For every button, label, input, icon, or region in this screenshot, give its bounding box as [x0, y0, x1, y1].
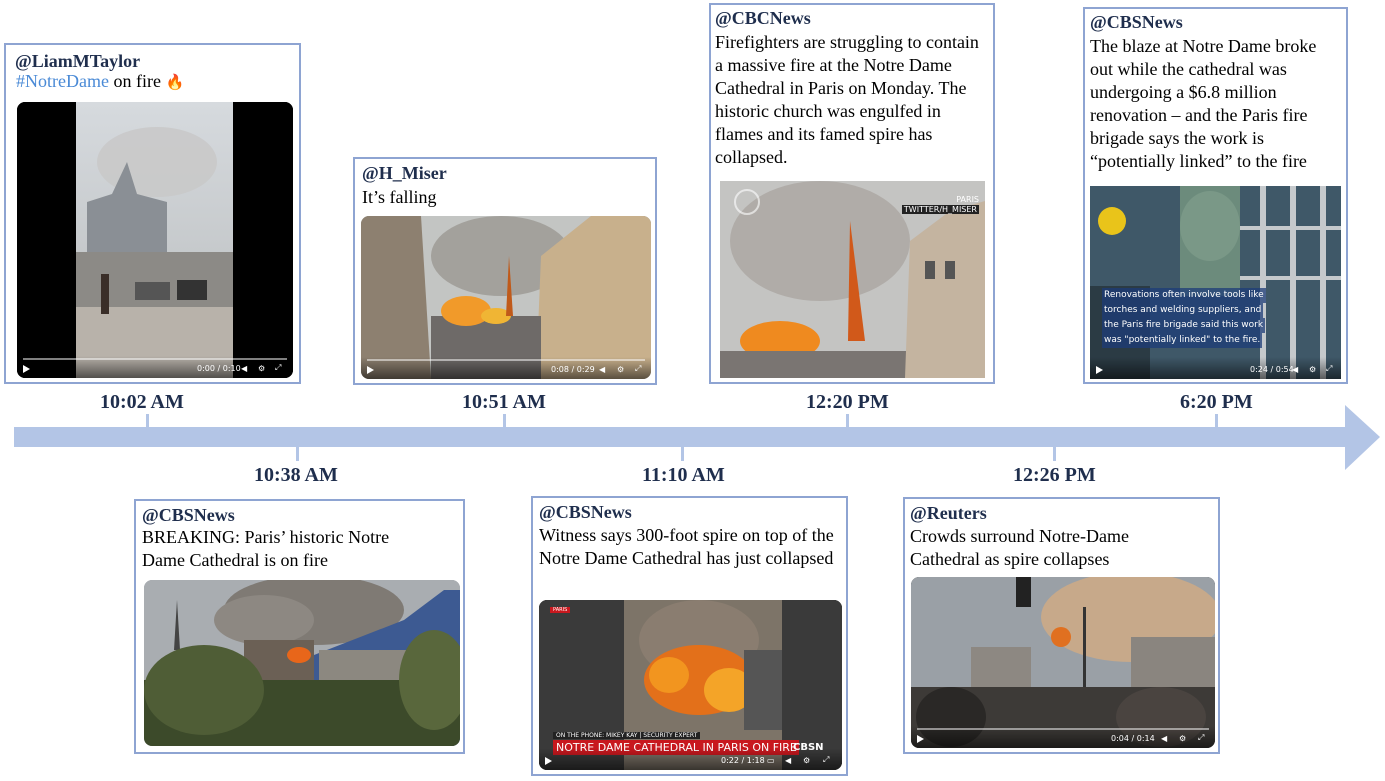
tweet-video[interactable]: 0:04 / 0:14 ◀ ⚙ ⤢: [911, 577, 1215, 748]
settings-icon[interactable]: ⚙: [258, 364, 266, 373]
video-progress[interactable]: [23, 358, 287, 360]
tweet-handle[interactable]: @CBCNews: [715, 8, 811, 28]
play-icon[interactable]: [917, 735, 924, 743]
fullscreen-icon[interactable]: ⤢: [1198, 733, 1205, 742]
tick-620: [1215, 414, 1218, 428]
tweet-video[interactable]: Renovations often involve tools like tor…: [1090, 186, 1341, 379]
tick-1220: [846, 414, 849, 428]
lower-third-subtitle: ON THE PHONE: MIKEY KAY | SECURITY EXPER…: [553, 732, 701, 739]
video-frame-image: [1090, 186, 1341, 379]
fire-emoji-icon: 🔥: [165, 73, 185, 91]
video-duration: 0:00 / 0:10: [197, 364, 241, 373]
time-label: 10:02 AM: [100, 391, 184, 413]
tweet-text: #NotreDame on fire 🔥: [16, 71, 185, 91]
play-icon[interactable]: [1096, 366, 1103, 374]
tweet-text: Crowds surround Notre-Dame Cathedral as …: [910, 526, 1129, 569]
tweet-handle[interactable]: @H_Miser: [362, 163, 447, 183]
play-icon[interactable]: [23, 365, 30, 373]
cathedral-fire-image: [144, 580, 460, 746]
tweet-card-liam: @LiamMTaylor #NotreDame on fire 🔥 0:00 /…: [4, 43, 301, 384]
fullscreen-icon[interactable]: ⤢: [275, 363, 282, 372]
volume-icon[interactable]: ◀: [1161, 734, 1168, 743]
network-logo: CBSN: [793, 742, 824, 753]
captions-icon[interactable]: ▭: [767, 756, 775, 765]
tweet-video[interactable]: 0:00 / 0:10 ◀ ⚙ ⤢: [17, 102, 293, 378]
time-label: 10:38 AM: [254, 464, 338, 486]
video-frame-image: [720, 181, 985, 378]
tick-1051: [503, 414, 506, 428]
tweet-text: BREAKING: Paris’ historic Notre Dame Cat…: [142, 527, 390, 570]
video-controls: 0:00 / 0:10 ◀ ⚙ ⤢: [17, 356, 293, 378]
video-progress[interactable]: [917, 728, 1209, 730]
video-controls: 0:08 / 0:29 ◀ ⚙ ⤢: [361, 357, 651, 379]
volume-icon[interactable]: ◀: [1292, 365, 1299, 374]
settings-icon[interactable]: ⚙: [617, 365, 625, 374]
time-label: 12:20 PM: [806, 391, 889, 413]
tweet-text: Witness says 300-foot spire on top of th…: [539, 525, 834, 568]
tweet-card-hmiser: @H_Miser It’s falling 0:08 / 0:29 ◀ ⚙ ⤢: [353, 157, 657, 385]
location-tag: PARIS: [956, 195, 979, 204]
cbc-logo-icon: [734, 189, 760, 215]
tweet-video[interactable]: PARIS TWITTER/H_MISER: [720, 181, 985, 378]
volume-icon[interactable]: ◀: [785, 756, 792, 765]
tweet-card-cbc: @CBCNews Firefighters are struggling to …: [709, 3, 995, 384]
hashtag-link[interactable]: #NotreDame: [16, 71, 109, 91]
video-progress[interactable]: [367, 359, 645, 361]
settings-icon[interactable]: ⚙: [1309, 365, 1317, 374]
video-frame-image: [17, 102, 293, 378]
credit-tag: TWITTER/H_MISER: [901, 205, 979, 214]
tweet-card-cbs-spire: @CBSNews Witness says 300-foot spire on …: [531, 496, 848, 776]
video-controls: 0:22 / 1:18 ▭ ◀ ⚙ ⤢: [539, 748, 842, 770]
video-duration: 0:22 / 1:18: [721, 756, 765, 765]
tweet-image[interactable]: [144, 580, 460, 746]
tweet-text: Firefighters are struggling to contain a…: [715, 32, 979, 167]
time-label: 11:10 AM: [642, 464, 725, 486]
fullscreen-icon[interactable]: ⤢: [823, 755, 830, 764]
video-duration: 0:24 / 0:54: [1250, 365, 1294, 374]
tweet-video[interactable]: 0:08 / 0:29 ◀ ⚙ ⤢: [361, 216, 651, 379]
video-frame-image: [361, 216, 651, 379]
video-controls: 0:24 / 0:54 ◀ ⚙ ⤢: [1090, 357, 1341, 379]
video-controls: 0:04 / 0:14 ◀ ⚙ ⤢: [911, 726, 1215, 748]
fullscreen-icon[interactable]: ⤢: [635, 364, 642, 373]
video-duration: 0:08 / 0:29: [551, 365, 595, 374]
tweet-handle[interactable]: @Reuters: [910, 503, 987, 523]
volume-icon[interactable]: ◀: [599, 365, 606, 374]
play-icon[interactable]: [367, 366, 374, 374]
settings-icon[interactable]: ⚙: [1179, 734, 1187, 743]
tick-1226: [1053, 447, 1056, 461]
video-caption: Renovations often involve tools like tor…: [1102, 288, 1266, 348]
tweet-handle[interactable]: @CBSNews: [142, 505, 235, 525]
tweet-text: It’s falling: [362, 187, 437, 207]
tick-1038: [296, 447, 299, 461]
time-label: 12:26 PM: [1013, 464, 1096, 486]
volume-icon[interactable]: ◀: [241, 364, 248, 373]
tweet-handle[interactable]: @LiamMTaylor: [15, 51, 141, 71]
tweet-video[interactable]: PARIS ON THE PHONE: MIKEY KAY | SECURITY…: [539, 600, 842, 770]
time-label: 6:20 PM: [1180, 391, 1253, 413]
tweet-text: The blaze at Notre Dame broke out while …: [1090, 36, 1317, 171]
tweet-card-cbs-breaking: @CBSNews BREAKING: Paris’ historic Notre…: [134, 499, 465, 754]
tweet-handle[interactable]: @CBSNews: [539, 502, 632, 522]
tick-1110: [681, 447, 684, 461]
tweet-card-cbs-renovation: @CBSNews The blaze at Notre Dame broke o…: [1083, 7, 1348, 384]
tick-1002: [146, 414, 149, 428]
video-frame-image: [911, 577, 1215, 748]
news-badge: PARIS: [550, 607, 571, 613]
settings-icon[interactable]: ⚙: [803, 756, 811, 765]
play-icon[interactable]: [545, 757, 552, 765]
tweet-card-reuters: @Reuters Crowds surround Notre-Dame Cath…: [903, 497, 1220, 754]
time-label: 10:51 AM: [462, 391, 546, 413]
fullscreen-icon[interactable]: ⤢: [1326, 364, 1333, 373]
tweet-handle[interactable]: @CBSNews: [1090, 12, 1183, 32]
video-duration: 0:04 / 0:14: [1111, 734, 1155, 743]
